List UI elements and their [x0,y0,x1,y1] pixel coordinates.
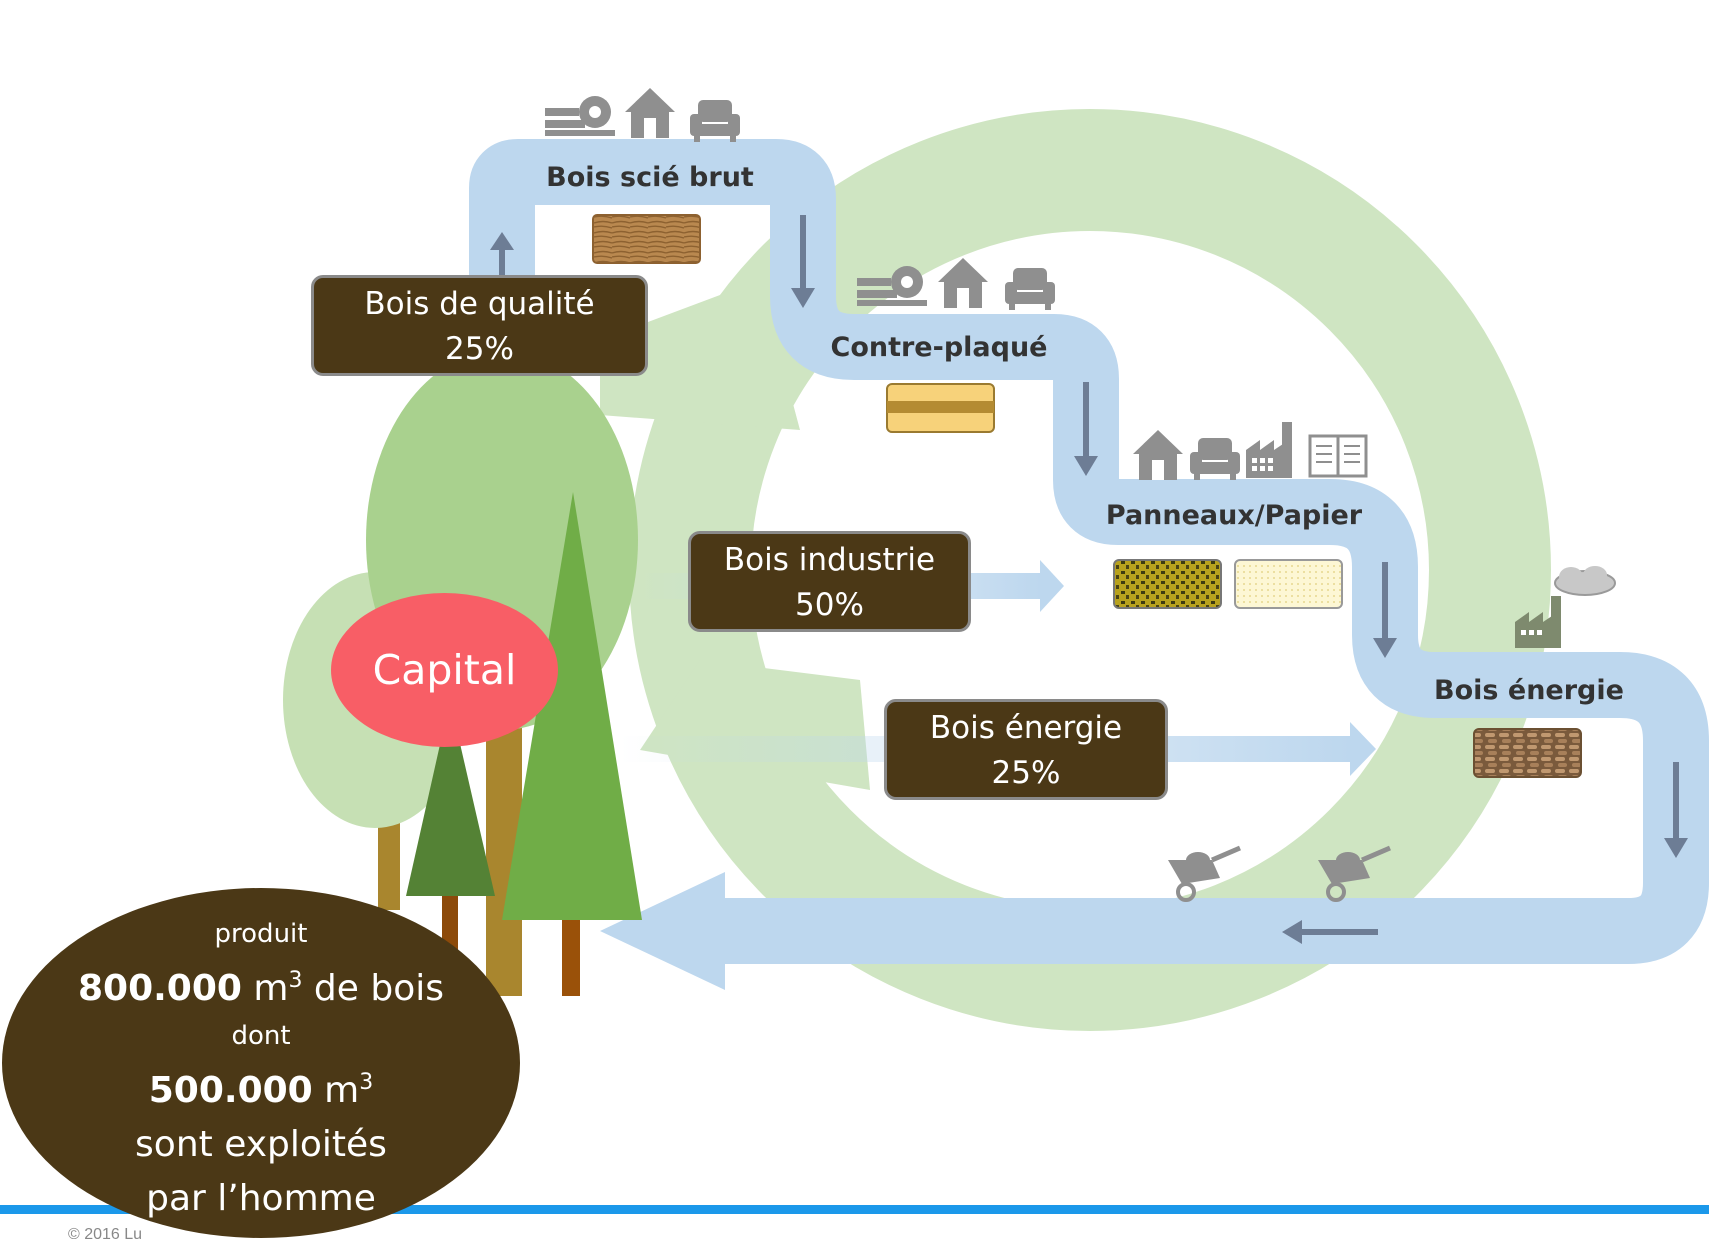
summary-line-dont: dont [231,1021,291,1051]
stage-label-panneaux-papier: Panneaux/Papier [1105,500,1363,531]
pellets-swatch [1473,728,1582,778]
down-arrow-3 [1373,562,1397,658]
summary-oval: produit 800.000 m3 de bois dont 500.000 … [2,888,520,1238]
plywood-swatch [886,383,995,433]
flow-box-qualite: Bois de qualité 25% [311,275,648,376]
down-arrow-4 [1664,762,1688,858]
return-arrowhead [600,872,725,990]
stage-label-bois-energie: Bois énergie [1434,675,1624,706]
flow-percent: 25% [991,755,1061,791]
chipboard-swatch [1113,559,1222,609]
summary-total-exp: 3 [288,968,303,993]
house-icon [1133,430,1183,480]
factory-icon [1246,422,1292,478]
capital-ellipse: Capital [331,593,558,747]
flow-box-energie: Bois énergie 25% [884,699,1168,800]
flow-box-industrie: Bois industrie 50% [688,531,971,632]
summary-exploited-value: 500.000 [148,1070,313,1111]
flow-label: Bois énergie [929,710,1123,746]
summary-line-exploited: 500.000 m3 [2,1056,520,1118]
tree-trunk [562,900,580,996]
armchair-icon [1005,268,1055,310]
stage-label-bois-scie-brut: Bois scié brut [546,162,754,193]
factory-icon [1515,596,1561,648]
summary-total-rest: de bois [302,968,445,1009]
house-icon [938,258,988,308]
direction-arrows [490,215,1688,944]
footer-copyright: © 2016 Lu [68,1226,143,1239]
sawmill-icon [857,266,927,306]
summary-total-value: 800.000 [77,968,242,1009]
material-swatches [592,214,1582,778]
flow-percent: 50% [795,587,864,623]
fir-tree [502,492,642,920]
left-arrow [1282,920,1378,944]
down-arrow-2 [1074,382,1098,476]
flow-label: Bois industrie [723,542,936,578]
flow-percent: 25% [445,331,514,367]
armchair-icon [690,100,740,142]
wheelbarrow-icon [1168,845,1241,902]
summary-exploited-unit: m [324,1070,360,1111]
flow-path [469,139,1709,964]
plank-swatch [592,214,701,264]
flow-label: Bois de qualité [364,286,595,322]
smoke-cloud-icon [1554,566,1616,596]
sawmill-icon [545,96,615,136]
summary-line-sont: sont exploités [135,1124,387,1165]
fir-tree-dark [406,700,495,896]
summary-line-total: 800.000 m3 de bois [2,954,520,1016]
capital-label: Capital [372,646,517,694]
wheelbarrow-icon [1318,845,1391,902]
footer-bar [0,1205,1709,1214]
summary-line-produit: produit [214,919,308,949]
down-arrow-1 [791,215,815,308]
paper-swatch [1234,559,1343,609]
armchair-icon [1190,438,1240,480]
summary-total-unit: m [253,968,289,1009]
stage-label-contre-plaque: Contre-plaqué [830,332,1048,363]
house-icon [625,88,675,138]
book-icon [1308,434,1368,478]
summary-exploited-exp: 3 [359,1070,374,1095]
summary-line-homme: par l’homme [146,1178,376,1219]
